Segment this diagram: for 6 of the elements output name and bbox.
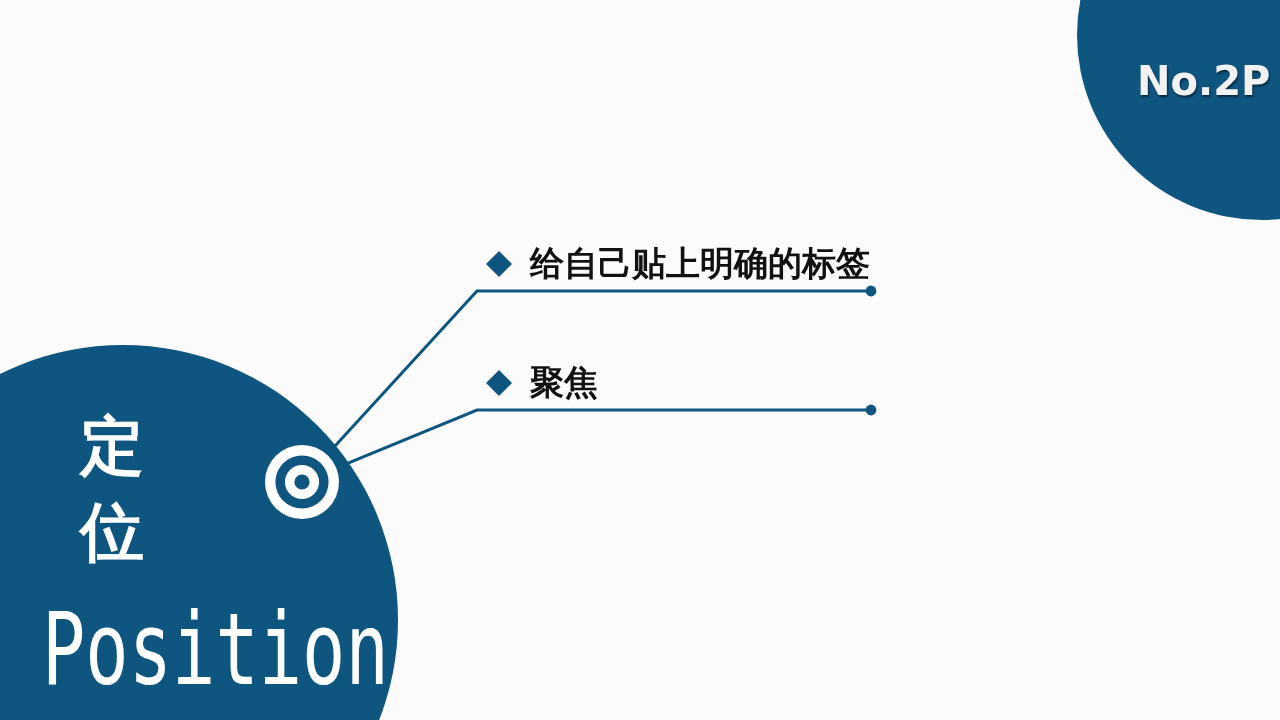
edge-label: 聚焦 [530,361,598,404]
target-icon [264,444,340,520]
heading: 定位 [80,408,144,572]
edge-label: 给自己贴上明确的标签 [530,242,870,285]
subheading: Position [42,595,389,705]
page-number: No.2P [1137,58,1271,104]
